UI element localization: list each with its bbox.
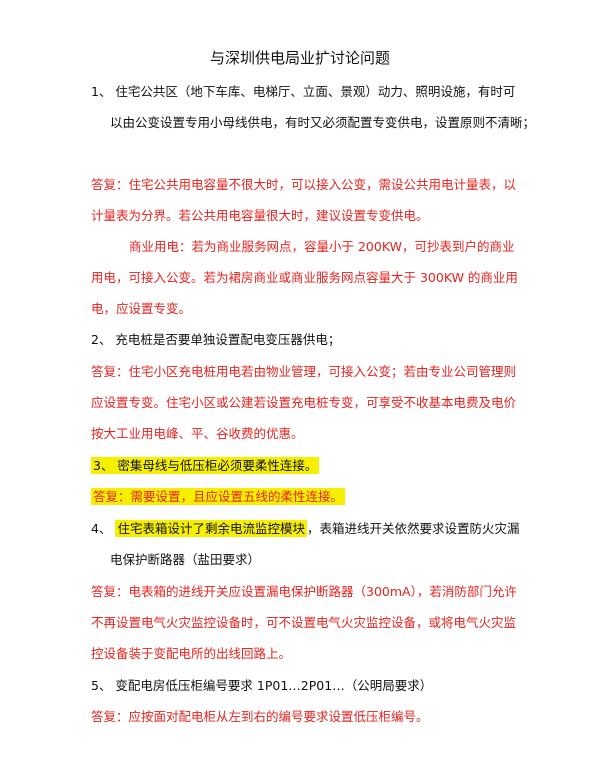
answer-4-line-1: 答复：电表箱的进线开关应设置漏电保护断路器（300mA），若消防部门允许 xyxy=(91,584,517,599)
answer-2-line-1: 答复：住宅小区充电桩用电若由物业管理，可接入公变；若由专业公司管理则 xyxy=(91,364,517,379)
question-5-line-1: 5、 变配电房低压柜编号要求 1P01…2P01…（公明局要求） xyxy=(91,678,433,693)
answer-1-line-4: 用电，可接入公变。若为裙房商业或商业服务网点容量大于 300KW 的商业用 xyxy=(91,270,518,285)
answer-2-line-3: 按大工业用电峰、平、谷收费的优惠。 xyxy=(91,426,304,441)
question-2-line-1: 2、 充电桩是否要单独设置配电变压器供电； xyxy=(91,332,341,347)
answer-3-highlight: 答复：需要设置，且应设置五线的柔性连接。 xyxy=(91,488,346,505)
question-1-line-1: 1、 住宅公共区（地下车库、电梯厅、立面、景观）动力、照明设施，有时可 xyxy=(91,84,516,99)
question-4-line-2: 电保护断路器（盐田要求） xyxy=(110,552,261,567)
answer-4-line-2: 不再设置电气火灾监控设备时，可不设置电气火灾监控设备，或将电气火灾监 xyxy=(91,615,517,630)
question-4-rest: ，表箱进线开关依然要求设置防火灾漏 xyxy=(306,521,520,536)
question-3-highlight: 3、 密集母线与低压柜必须要柔性连接。 xyxy=(91,457,320,474)
answer-3-line-1: 答复：需要设置，且应设置五线的柔性连接。 xyxy=(91,487,346,507)
question-4-highlight: 住宅表箱设计了剩余电流监控模块 xyxy=(115,520,307,537)
answer-2-line-2: 应设置专变。住宅小区或公建若设置充电桩专变，可享受不收基本电费及电价 xyxy=(91,395,517,410)
answer-1-line-3: 商业用电：若为商业服务网点，容量小于 200KW，可抄表到户的商业 xyxy=(129,239,515,254)
answer-1-line-5: 电，应设置专变。 xyxy=(91,301,192,316)
answer-5-line-1: 答复：应按面对配电柜从左到右的编号要求设置低压柜编号。 xyxy=(91,709,429,724)
answer-1-line-1: 答复：住宅公共用电容量不很大时，可以接入公变，需设公共用电计量表，以 xyxy=(91,177,517,192)
document-title: 与深圳供电局业扩讨论问题 xyxy=(209,49,390,67)
question-1-line-2: 以由公变设置专用小母线供电，有时又必须配置专变供电，设置原则不清晰； xyxy=(110,115,536,130)
answer-4-line-3: 控设备装于变配电所的出线回路上。 xyxy=(91,646,292,661)
answer-1-line-2: 计量表为分界。若公共用电容量很大时，建议设置专变供电。 xyxy=(91,208,429,223)
question-4-line-1: 4、 住宅表箱设计了剩余电流监控模块，表箱进线开关依然要求设置防火灾漏 xyxy=(91,519,519,539)
question-4-number: 4、 xyxy=(91,521,112,536)
question-3-line-1: 3、 密集母线与低压柜必须要柔性连接。 xyxy=(91,456,320,476)
